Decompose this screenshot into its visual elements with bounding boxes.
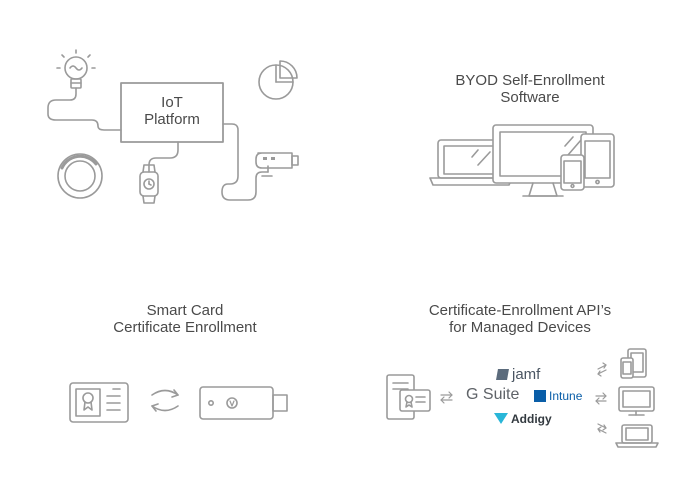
api-title-line2: for Managed Devices — [449, 319, 591, 336]
addigy-logo-text: Addigy — [511, 412, 552, 426]
smartcard-title-line1: Smart Card — [146, 302, 224, 319]
exchange-arrows-icon-middle — [595, 392, 607, 405]
smartcard-title-line2: Certificate Enrollment — [113, 319, 257, 336]
exchange-arrows-icon-bottom — [597, 423, 607, 434]
addigy-logo: Addigy — [494, 412, 552, 426]
exchange-arrows-icon-left — [440, 391, 453, 404]
byod-title-line2: Software — [500, 89, 560, 106]
laptop-computer-icon — [615, 424, 659, 448]
intune-logo-text: Intune — [549, 389, 583, 403]
phone-icon — [560, 154, 585, 191]
iot-platform-box — [120, 82, 224, 143]
byod-title: BYOD Self-Enrollment Software — [400, 72, 660, 106]
usb-dongle-icon — [255, 152, 299, 177]
jamf-logo-text: jamf — [512, 366, 541, 383]
gsuite-logo: G Suite — [466, 386, 519, 404]
iot-illustration — [47, 49, 299, 204]
exchange-arrows-icon-top — [597, 362, 607, 377]
pie-chart-icon — [258, 60, 298, 100]
certificate-server-icon — [386, 374, 431, 420]
byod-illustration — [429, 124, 615, 197]
api-title: Certificate-Enrollment API’s for Managed… — [395, 302, 645, 336]
thermostat-icon — [57, 153, 103, 199]
iot-platform-label: IoT Platform — [121, 94, 223, 128]
iot-label-line1: IoT — [161, 94, 183, 111]
gsuite-logo-text: G Suite — [466, 386, 520, 403]
usb-token-icon — [199, 386, 288, 420]
lightbulb-icon — [56, 49, 96, 89]
jamf-mark-icon — [496, 369, 509, 380]
addigy-mark-icon — [494, 413, 508, 424]
tablet-icon — [580, 133, 615, 188]
intune-mark-icon — [534, 390, 546, 402]
smartcard-illustration — [69, 382, 288, 423]
api-title-line1: Certificate-Enrollment API’s — [428, 302, 612, 319]
smartwatch-icon — [139, 164, 159, 204]
exchange-arrows-icon — [151, 389, 179, 412]
jamf-logo: jamf — [496, 366, 541, 383]
byod-title-line1: BYOD Self-Enrollment — [455, 72, 605, 89]
laptop-icon — [429, 139, 513, 186]
smartcard-title: Smart Card Certificate Enrollment — [60, 302, 310, 336]
api-illustration — [386, 348, 659, 448]
desktop-computer-icon — [618, 386, 655, 416]
intune-logo: Intune — [534, 389, 582, 403]
iot-label-line2: Platform — [144, 111, 200, 128]
mobile-devices-icon — [620, 348, 647, 379]
smart-card-icon — [69, 382, 129, 423]
